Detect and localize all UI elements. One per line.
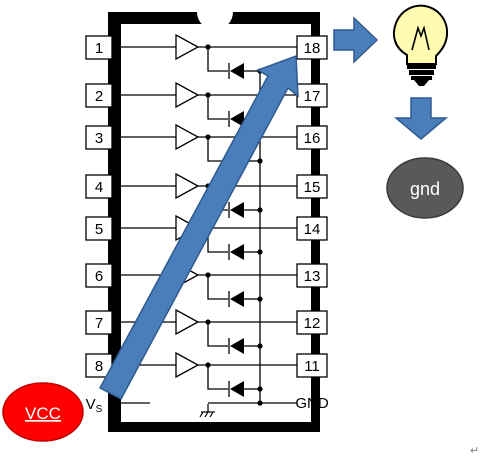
pin-box-right <box>296 216 328 241</box>
down-arrow <box>393 97 449 140</box>
pin-box-left <box>85 83 113 108</box>
pin-label: 17 <box>304 88 321 105</box>
pin-box-left <box>85 125 113 150</box>
vcc-label: VCC <box>25 404 61 423</box>
pin-label: 16 <box>304 130 321 147</box>
right-arrow <box>333 16 379 64</box>
pin-label: 3 <box>95 130 103 147</box>
pin-box-left <box>85 263 113 288</box>
pin-label: 11 <box>304 358 320 375</box>
pin-label: 1 <box>95 40 103 57</box>
pin-subscript: S <box>96 404 103 415</box>
pin-label: 6 <box>95 268 103 285</box>
return-mark-icon: ↵ <box>470 445 479 457</box>
diagonal-arrow <box>98 54 299 401</box>
pin-box-right <box>296 174 328 199</box>
pin-box-right <box>296 125 328 150</box>
gnd-label: gnd <box>410 179 440 199</box>
pin-label: 5 <box>95 221 103 238</box>
pin-label: 18 <box>304 40 321 57</box>
vcc-node <box>2 382 84 442</box>
pin-box-right <box>296 353 328 378</box>
pin-box-left <box>85 310 113 335</box>
gnd-node <box>386 157 464 219</box>
pin-label: 12 <box>304 315 321 332</box>
pin-box-left <box>85 35 113 60</box>
pin-label: VS <box>86 396 103 415</box>
pin-box-right <box>296 35 328 60</box>
ground-symbol-icon <box>199 404 215 418</box>
pin-box-right <box>296 263 328 288</box>
light-bulb-icon <box>392 4 449 86</box>
pin-label: 15 <box>304 179 321 196</box>
pin-label: 4 <box>95 179 103 196</box>
pin-box-left <box>85 174 113 199</box>
pin-label: 8 <box>95 358 103 375</box>
pin-label: 7 <box>95 315 103 332</box>
internal-circuit <box>112 33 297 406</box>
pin-label: 13 <box>304 268 321 285</box>
left-pin-column: 1 2 3 4 5 6 7 8VS <box>85 35 113 415</box>
pin-box-left <box>85 216 113 241</box>
pin-label: GND <box>295 395 329 412</box>
pin-box-right <box>296 310 328 335</box>
pin-label: 2 <box>95 88 103 105</box>
pin-label: 14 <box>304 221 321 238</box>
